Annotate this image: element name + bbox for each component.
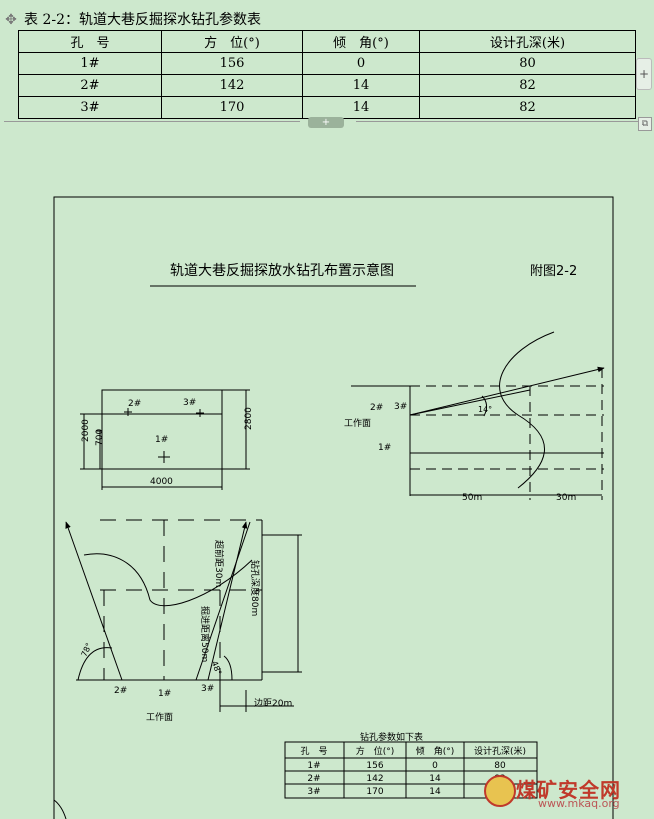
drawing-title: 轨道大巷反掘探放水钻孔布置示意图 <box>170 262 394 279</box>
watermark-logo-icon <box>484 775 516 807</box>
mini-table-title: 钻孔参数如下表 <box>360 731 423 743</box>
side-work-face: 工作面 <box>344 417 371 429</box>
side-hole-3: 3# <box>394 402 407 412</box>
watermark-name: 煤矿安全网 <box>516 778 621 802</box>
plus-icon: + <box>638 67 650 81</box>
mini-cell: 14 <box>429 787 441 797</box>
plan-hole-3: 3# <box>183 398 196 408</box>
mini-cell: 3# <box>307 787 320 797</box>
side-angle: 14° <box>478 405 492 414</box>
mini-header-inclination: 倾 角(°) <box>416 745 455 757</box>
table-header-row: 孔 号 方 位(°) 倾 角(°) 设计孔深(米) <box>18 30 636 53</box>
top-hole-3: 3# <box>201 684 214 694</box>
top-angle-right: 48° <box>210 660 223 676</box>
table-cell[interactable]: 82 <box>419 96 636 119</box>
top-hole-1: 1# <box>158 689 171 699</box>
watermark-url: www.mkaq.org <box>538 797 620 810</box>
table-cell[interactable]: 80 <box>419 52 636 75</box>
table-caption: 表 2-2：轨道大巷反掘探水钻孔参数表 <box>24 12 261 28</box>
ruler-line <box>4 121 300 122</box>
add-column-button[interactable]: + <box>636 58 652 90</box>
table-cell[interactable]: 14 <box>302 96 420 119</box>
top-view: 2# 1# 3# 78° 48° 工作面 超前距30m 钻孔深度80m 掘进距离… <box>65 519 302 723</box>
table-move-icon[interactable]: ✥ <box>5 12 17 28</box>
table-cell[interactable]: 3# <box>18 96 162 119</box>
top-dig: 掘进距离50m <box>199 606 211 662</box>
mini-cell: 80 <box>494 761 506 771</box>
header-azimuth[interactable]: 方 位(°) <box>161 30 303 53</box>
top-angle-left: 78° <box>80 641 94 658</box>
header-hole[interactable]: 孔 号 <box>18 30 162 53</box>
top-depth: 钻孔深度80m <box>249 560 261 616</box>
plan-hole-2: 2# <box>128 399 141 409</box>
mini-cell: 14 <box>429 774 441 784</box>
table-row: 3# 170 14 82 <box>18 96 636 119</box>
dim-4000: 4000 <box>150 477 173 487</box>
plan-hole-1: 1# <box>155 435 168 445</box>
table-resize-icon[interactable]: ⧉ <box>638 117 652 131</box>
side-dist-50: 50m <box>462 493 482 503</box>
mini-cell: 170 <box>366 787 383 797</box>
add-row-button[interactable]: + <box>308 117 344 128</box>
figure-number: 附图2-2 <box>530 264 577 279</box>
side-hole-1: 1# <box>378 443 391 453</box>
side-hole-2: 2# <box>370 403 383 413</box>
side-view: 2# 3# 1# 14° 工作面 50m 30m <box>344 331 605 503</box>
top-work-face: 工作面 <box>146 711 173 723</box>
header-depth[interactable]: 设计孔深(米) <box>419 30 636 53</box>
top-hole-2: 2# <box>114 686 127 696</box>
top-side: 边距20m <box>254 698 292 709</box>
dim-700: 700 <box>95 429 105 446</box>
parameter-table: 孔 号 方 位(°) 倾 角(°) 设计孔深(米) 1# 156 0 80 2#… <box>18 30 636 119</box>
mini-cell: 1# <box>307 761 320 771</box>
top-advance: 超前距30m <box>213 540 225 587</box>
mini-cell: 0 <box>432 761 438 771</box>
mini-header-azimuth: 方 位(°) <box>356 745 395 757</box>
plus-icon: + <box>321 117 331 128</box>
mini-header-hole: 孔 号 <box>300 746 327 757</box>
mini-cell: 2# <box>307 774 320 784</box>
drawing-frame <box>53 196 614 819</box>
dim-2800: 2800 <box>244 407 254 430</box>
mini-cell: 142 <box>366 774 383 784</box>
ruler-line <box>356 121 646 122</box>
header-inclination[interactable]: 倾 角(°) <box>302 30 420 53</box>
table-cell[interactable]: 170 <box>161 96 303 119</box>
mini-cell: 156 <box>366 761 383 771</box>
side-dist-30: 30m <box>556 493 576 503</box>
plan-view: 2# 3# 1# 2000 700 2800 4000 <box>80 389 254 490</box>
dim-2000: 2000 <box>81 419 91 442</box>
mini-header-depth: 设计孔深(米) <box>474 745 526 757</box>
